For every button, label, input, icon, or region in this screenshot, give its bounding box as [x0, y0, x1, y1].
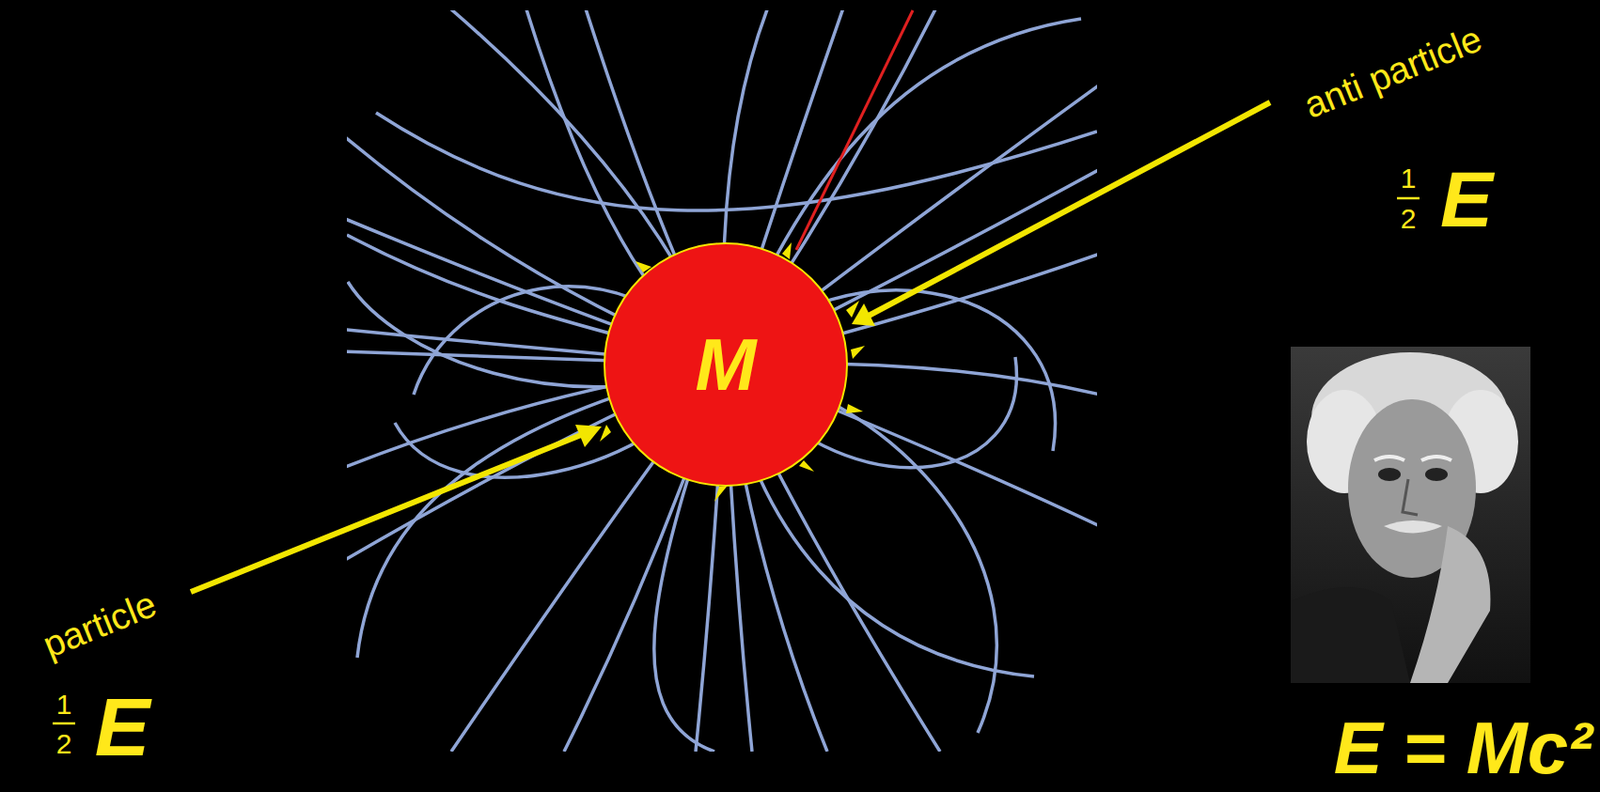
fraction-numerator: 1 — [1400, 164, 1417, 193]
antiparticle-arrow — [851, 102, 1271, 327]
energy-symbol: E — [94, 686, 151, 769]
fraction-denominator: 2 — [1400, 204, 1417, 234]
particle-tracks — [346, 10, 1098, 753]
particle-label: particle — [37, 584, 161, 663]
red-track — [796, 10, 913, 251]
fraction-numerator: 1 — [56, 690, 73, 720]
fraction-bars — [52, 198, 1420, 724]
fraction-denominator: 2 — [56, 730, 73, 759]
energy-symbol: E — [1440, 159, 1493, 239]
mass-circle: M — [602, 241, 849, 488]
mass-energy-equation: E = Mc² — [1333, 711, 1593, 785]
einstein-portrait — [1290, 346, 1531, 684]
particle-arrow — [190, 424, 602, 593]
mass-symbol: M — [695, 328, 757, 402]
antiparticle-label: anti particle — [1299, 19, 1488, 125]
sparks — [599, 242, 865, 502]
